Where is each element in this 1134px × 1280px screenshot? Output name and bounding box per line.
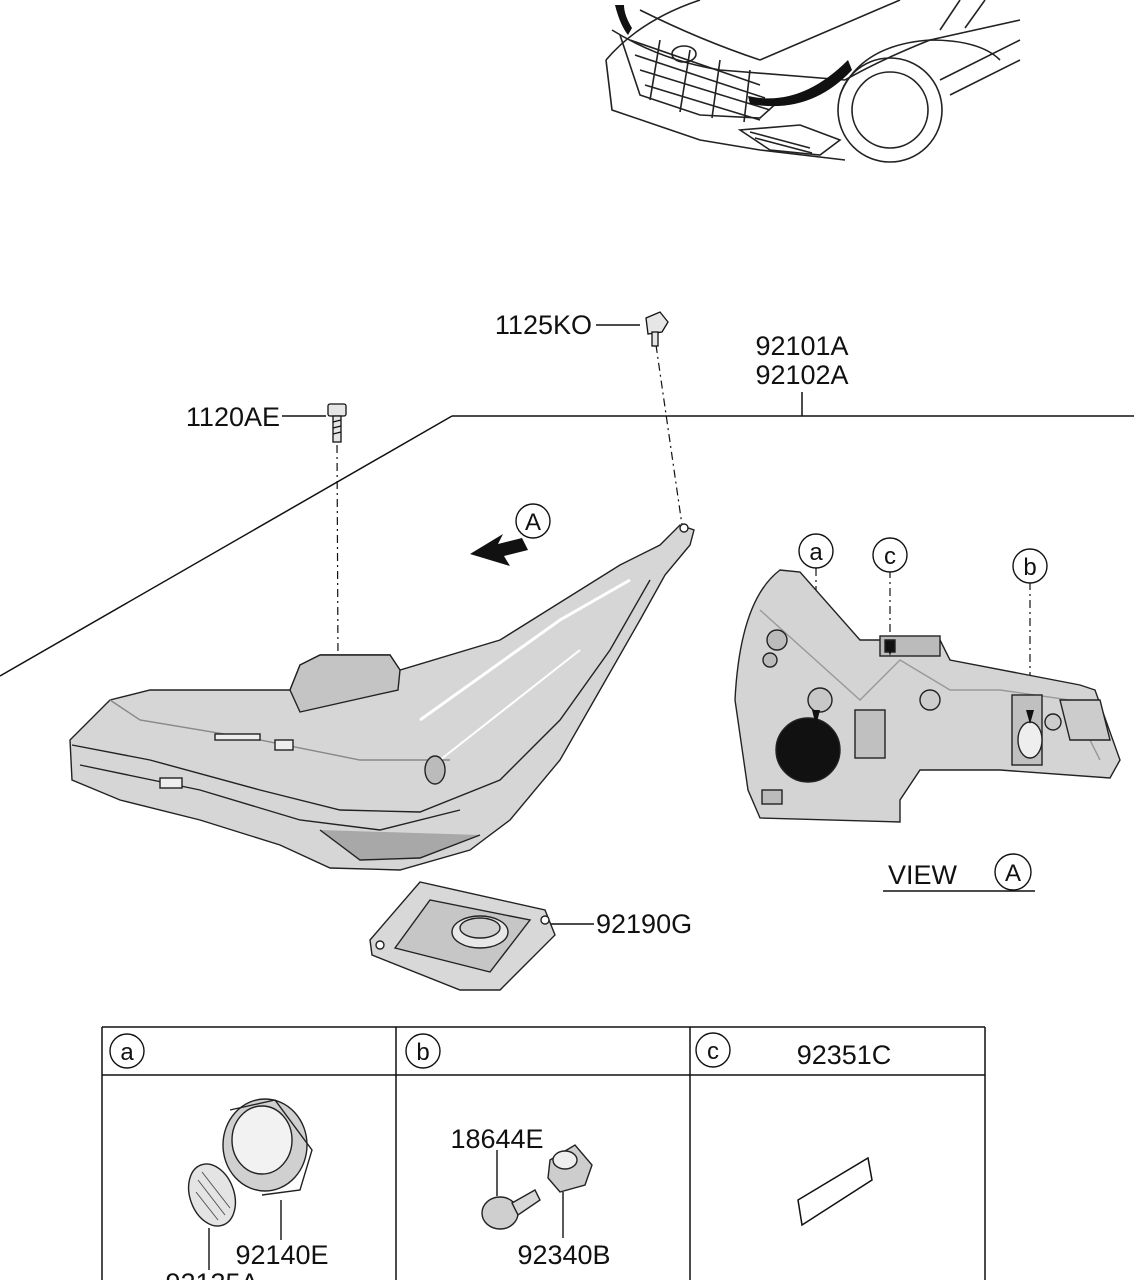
view-a-arrow: A bbox=[470, 503, 551, 566]
table-b-leaders bbox=[496, 1150, 564, 1238]
table-marker-a: a bbox=[120, 1039, 134, 1066]
bulb-and-socket-part bbox=[481, 1144, 593, 1230]
label-92140e: 92140E bbox=[235, 1240, 328, 1270]
label-92102a: 92102A bbox=[755, 360, 848, 390]
label-92135a: 92135A bbox=[165, 1268, 258, 1280]
table-title-c: 92351C bbox=[797, 1040, 892, 1070]
table-header-a: a bbox=[109, 1033, 145, 1069]
headlamp-rear-view bbox=[734, 569, 1121, 823]
leader-lines bbox=[0, 324, 1134, 925]
view-label-marker: A bbox=[1005, 860, 1021, 887]
label-92340b: 92340B bbox=[517, 1240, 610, 1270]
view-label: VIEW bbox=[888, 860, 958, 890]
view-a-markers: a c b bbox=[798, 533, 1048, 726]
label-18644e: 18644E bbox=[450, 1124, 543, 1154]
car-headlamp-highlight bbox=[615, 5, 852, 107]
label-92101a: 92101A bbox=[755, 331, 848, 361]
table-marker-c: c bbox=[707, 1038, 719, 1065]
bolt-1125ko bbox=[645, 311, 669, 347]
table-marker-b: b bbox=[416, 1039, 429, 1066]
marker-c: c bbox=[884, 543, 896, 570]
arrow-a-marker: A bbox=[525, 509, 541, 536]
pad-part bbox=[797, 1156, 873, 1227]
socket-ring-part bbox=[187, 1098, 313, 1227]
marker-a: a bbox=[809, 539, 823, 566]
view-a-caption: VIEW A bbox=[883, 853, 1035, 892]
table-header-b: b bbox=[405, 1033, 441, 1069]
label-1125ko: 1125KO bbox=[495, 310, 592, 340]
headlamp-assembly bbox=[69, 523, 695, 871]
label-92190g: 92190G bbox=[596, 909, 692, 939]
table-header-c: c 92351C bbox=[695, 1032, 892, 1070]
parts-table bbox=[101, 1026, 986, 1280]
ballast-module bbox=[369, 881, 556, 991]
bolt-1120ae bbox=[327, 403, 347, 443]
car-front-illustration bbox=[605, 0, 1021, 163]
marker-b: b bbox=[1023, 554, 1036, 581]
label-1120ae: 1120AE bbox=[186, 402, 280, 432]
table-a-leaders bbox=[208, 1200, 282, 1270]
